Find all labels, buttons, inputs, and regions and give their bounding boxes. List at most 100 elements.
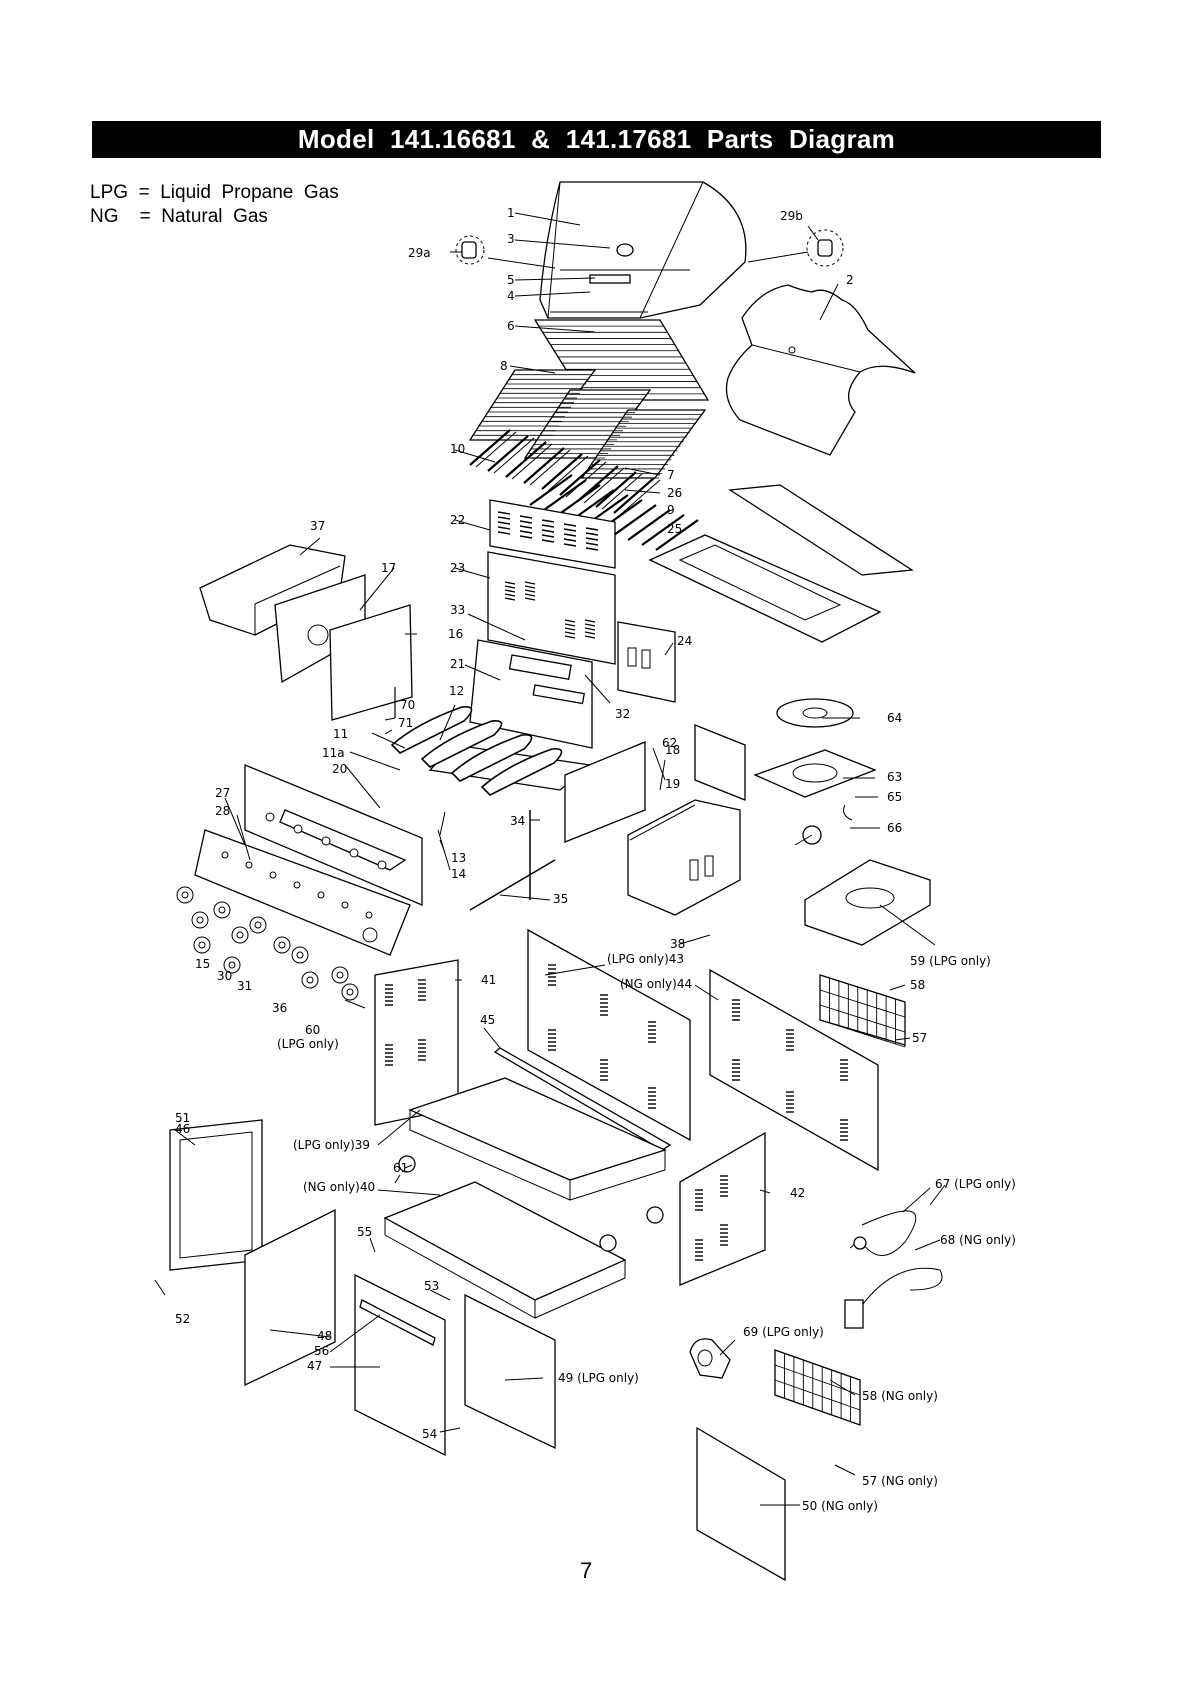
grease-tray <box>648 484 914 643</box>
side-burner-components <box>753 698 931 946</box>
door-47 <box>354 1273 446 1457</box>
callout-12: 12 <box>449 684 464 698</box>
door-panel-48 <box>244 1208 336 1387</box>
callout-8: 8 <box>500 359 508 373</box>
callout-44: (NG only)44 <box>620 977 692 991</box>
callout-47: 47 <box>307 1359 322 1373</box>
callout-34: 34 <box>510 814 525 828</box>
callout-54: 54 <box>422 1427 437 1441</box>
callout-67: 67 (LPG only) <box>935 1177 1016 1191</box>
cabinet-side-panel-42 <box>679 1131 766 1286</box>
lpg-regulator-hose <box>849 1187 931 1256</box>
callout-70: 70 <box>400 698 415 712</box>
callout-25: 25 <box>667 522 682 536</box>
control-panel <box>194 764 423 956</box>
callout-21: 21 <box>450 657 465 671</box>
callout-5: 5 <box>507 273 515 287</box>
callout-62: 62 <box>662 736 677 750</box>
bottom-shelf-39 <box>408 1077 667 1201</box>
callout-28: 28 <box>215 804 230 818</box>
control-knobs <box>176 886 359 1001</box>
callout-17: 17 <box>381 561 396 575</box>
callout-6: 6 <box>507 319 515 333</box>
callout-23: 23 <box>450 561 465 575</box>
callout-58-ng: 58 (NG only) <box>862 1389 938 1403</box>
callout-68: 68 (NG only) <box>940 1233 1016 1247</box>
callout-61: 61 <box>393 1161 408 1175</box>
callout-56: 56 <box>314 1344 329 1358</box>
abbreviation-legend: LPG = Liquid Propane Gas NG = Natural Ga… <box>90 181 339 229</box>
cabinet-back-panel-44 <box>709 968 879 1172</box>
door-panel-49 <box>464 1293 556 1450</box>
callout-26: 26 <box>667 486 682 500</box>
callout-60: 60 <box>305 1023 320 1037</box>
cabinet-side-panel-41 <box>374 959 459 1126</box>
callout-3: 3 <box>507 232 515 246</box>
callout-leader-lines <box>154 212 946 1506</box>
callout-51: 51 <box>175 1111 190 1125</box>
callout-1: 1 <box>507 206 515 220</box>
callout-labels: 1 2 3 4 5 6 7 8 9 10 11 11a 12 13 14 15 … <box>175 206 1016 1513</box>
cooking-grates <box>468 369 707 479</box>
callout-71: 71 <box>398 716 413 730</box>
callout-22: 22 <box>450 513 465 527</box>
door-panel-50 <box>696 1426 786 1582</box>
callout-57: 57 <box>912 1031 927 1045</box>
callout-16: 16 <box>448 627 463 641</box>
callout-7: 7 <box>667 468 675 482</box>
logo-badge-left <box>450 235 556 269</box>
callout-11a: 11a <box>322 746 345 760</box>
callout-30: 30 <box>217 969 232 983</box>
callout-38: 38 <box>670 937 685 951</box>
callout-45: 45 <box>480 1013 495 1027</box>
legend-lpg: LPG = Liquid Propane Gas <box>90 182 339 203</box>
callout-59: 59 (LPG only) <box>910 954 991 968</box>
callout-52: 52 <box>175 1312 190 1326</box>
callout-15: 15 <box>195 957 210 971</box>
back-panel <box>487 499 616 665</box>
tank-holder-69 <box>689 1338 731 1379</box>
callout-13: 13 <box>451 851 466 865</box>
logo-badge-right <box>747 225 844 267</box>
callout-39: (LPG only)39 <box>293 1138 370 1152</box>
heat-shield <box>725 284 916 456</box>
callout-64: 64 <box>887 711 902 725</box>
storage-basket-57 <box>819 974 906 1048</box>
callout-18: 18 <box>665 743 680 757</box>
callout-24: 24 <box>677 634 692 648</box>
callout-37: 37 <box>310 519 325 533</box>
callout-35: 35 <box>553 892 568 906</box>
callout-66: 66 <box>887 821 902 835</box>
callout-31: 31 <box>237 979 252 993</box>
callout-46: 46 <box>175 1122 190 1136</box>
callout-42: 42 <box>790 1186 805 1200</box>
diagram-title: Model 141.16681 & 141.17681 Parts Diagra… <box>92 121 1101 158</box>
callout-4: 4 <box>507 289 515 303</box>
callout-41: 41 <box>481 973 496 987</box>
left-side-panel <box>274 574 413 721</box>
side-panel-plate <box>617 621 676 703</box>
callout-48: 48 <box>317 1329 332 1343</box>
callout-14: 14 <box>451 867 466 881</box>
callout-43: (LPG only)43 <box>607 952 684 966</box>
callout-29b: 29b <box>780 209 803 223</box>
callout-58: 58 <box>910 978 925 992</box>
callout-32: 32 <box>615 707 630 721</box>
callout-27: 27 <box>215 786 230 800</box>
burner-tubes <box>390 687 563 911</box>
callout-29a: 29a <box>408 246 431 260</box>
callout-11: 11 <box>333 727 348 741</box>
callout-40: (NG only)40 <box>303 1180 375 1194</box>
callout-2: 2 <box>846 273 854 287</box>
callout-49: 49 (LPG only) <box>558 1371 639 1385</box>
callout-63: 63 <box>887 770 902 784</box>
callout-50: 50 (NG only) <box>802 1499 878 1513</box>
casters <box>398 1155 664 1252</box>
door-frame-46 <box>169 1119 263 1271</box>
side-burner-box <box>564 724 746 916</box>
callout-55: 55 <box>357 1225 372 1239</box>
callout-33: 33 <box>450 603 465 617</box>
storage-basket-57-ng <box>774 1349 861 1426</box>
callout-69: 69 (LPG only) <box>743 1325 824 1339</box>
